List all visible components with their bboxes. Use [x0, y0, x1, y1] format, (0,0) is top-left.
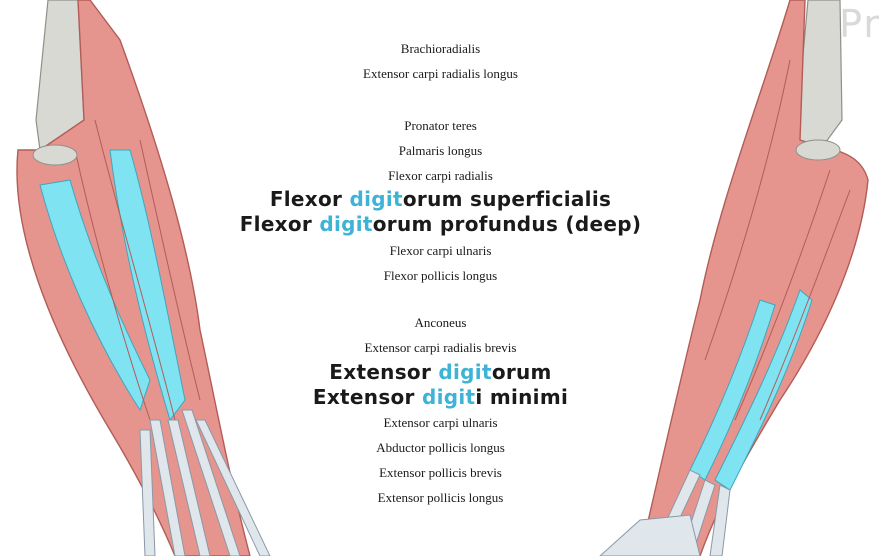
- label-fds-prefix: Flexor: [270, 187, 350, 211]
- label-edm-suffix: i minimi: [475, 385, 568, 409]
- label-edm-highlight: digit: [422, 385, 475, 409]
- label-fdp-suffix: orum profundus (deep): [373, 212, 642, 236]
- label-extensor-digiti-minimi: Extensor digiti minimi: [0, 385, 881, 409]
- label-ed-suffix: orum: [492, 360, 552, 384]
- corner-watermark: Pr: [839, 2, 881, 46]
- label-flexor-digitorum-profundus: Flexor digitorum profundus (deep): [0, 212, 881, 236]
- label-extensor-pollicis-longus: Extensor pollicis longus: [0, 490, 881, 506]
- label-extensor-digitorum: Extensor digitorum: [0, 360, 881, 384]
- label-anconeus: Anconeus: [0, 315, 881, 331]
- label-extensor-carpi-radialis-longus: Extensor carpi radialis longus: [0, 66, 881, 82]
- label-fds-highlight: digit: [349, 187, 402, 211]
- label-extensor-carpi-ulnaris: Extensor carpi ulnaris: [0, 415, 881, 431]
- label-brachioradialis: Brachioradialis: [0, 41, 881, 57]
- label-abductor-pollicis-longus: Abductor pollicis longus: [0, 440, 881, 456]
- label-extensor-carpi-radialis-brevis: Extensor carpi radialis brevis: [0, 340, 881, 356]
- label-pronator-teres: Pronator teres: [0, 118, 881, 134]
- label-fds-suffix: orum superficialis: [403, 187, 611, 211]
- label-fdp-highlight: digit: [319, 212, 372, 236]
- label-flexor-carpi-ulnaris: Flexor carpi ulnaris: [0, 243, 881, 259]
- label-palmaris-longus: Palmaris longus: [0, 143, 881, 159]
- label-ed-prefix: Extensor: [329, 360, 438, 384]
- label-extensor-pollicis-brevis: Extensor pollicis brevis: [0, 465, 881, 481]
- label-ed-highlight: digit: [438, 360, 491, 384]
- label-flexor-pollicis-longus: Flexor pollicis longus: [0, 268, 881, 284]
- label-edm-prefix: Extensor: [313, 385, 422, 409]
- label-fdp-prefix: Flexor: [240, 212, 320, 236]
- label-flexor-digitorum-superficialis: Flexor digitorum superficialis: [0, 187, 881, 211]
- label-flexor-carpi-radialis: Flexor carpi radialis: [0, 168, 881, 184]
